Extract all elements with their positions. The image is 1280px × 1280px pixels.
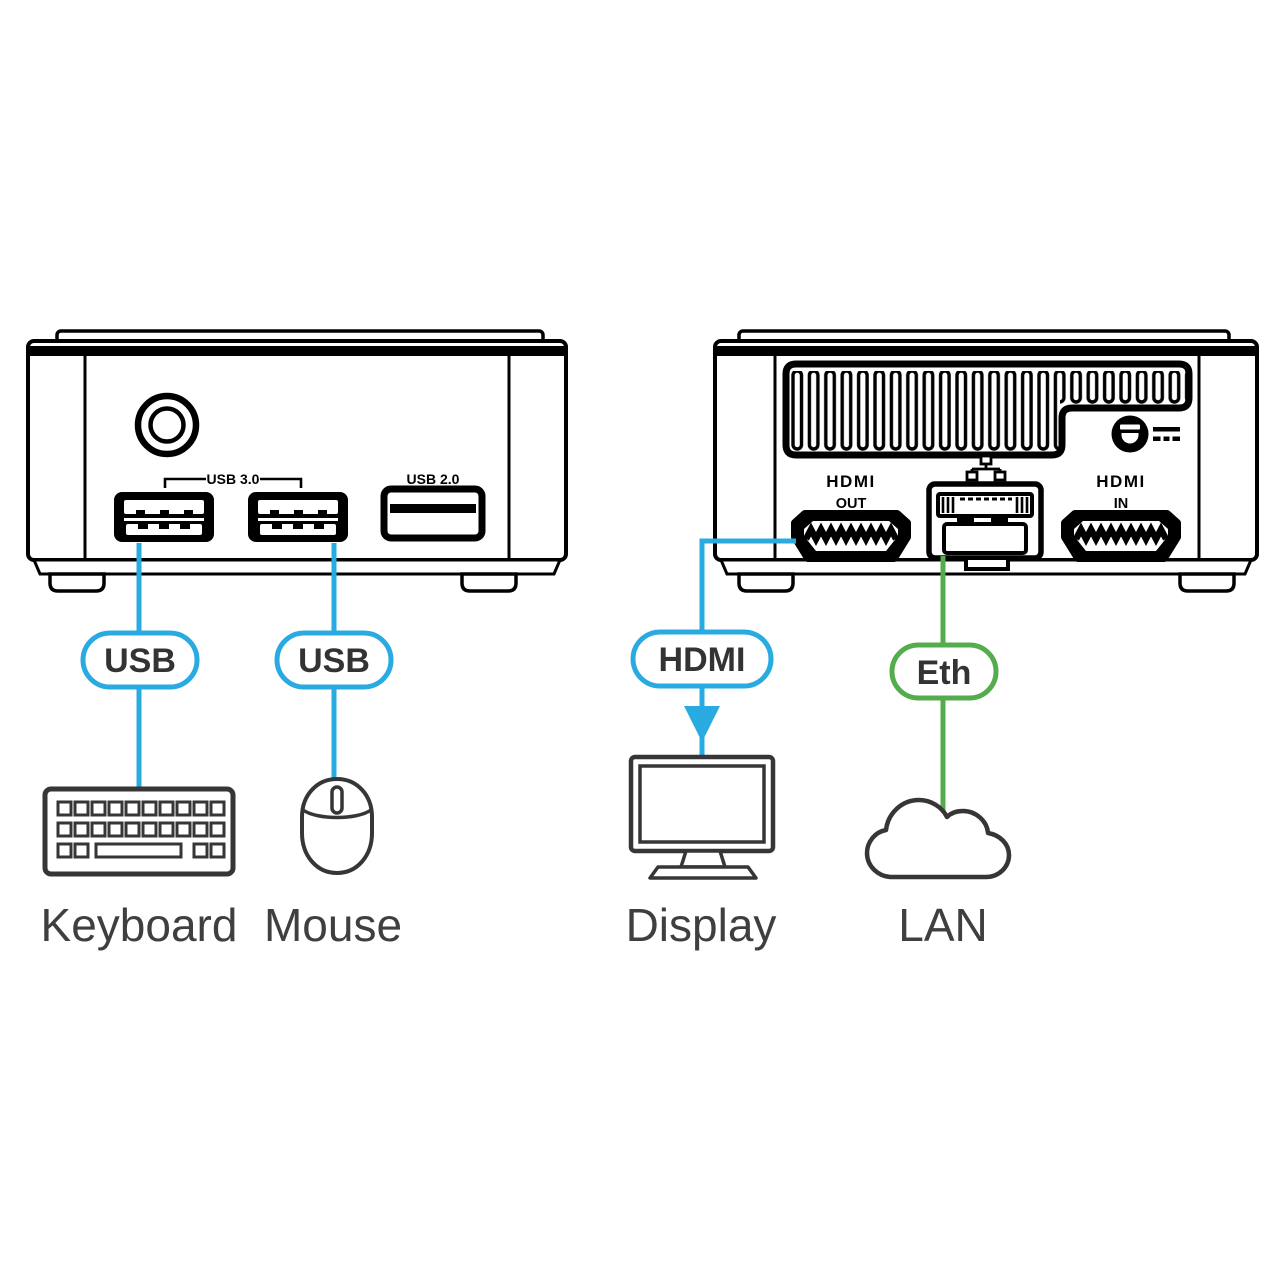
ethernet-port[interactable] bbox=[926, 481, 1044, 571]
usb3-bracket bbox=[163, 477, 303, 488]
top-band bbox=[717, 346, 1255, 356]
eth-pill: Eth bbox=[889, 642, 999, 701]
usb-pill-keyboard: USB bbox=[80, 630, 200, 690]
usb2-label: USB 2.0 bbox=[407, 471, 460, 487]
usb3-port-2[interactable] bbox=[248, 492, 348, 542]
usb3-port-1[interactable] bbox=[114, 492, 214, 542]
eth-pill-label: Eth bbox=[917, 654, 972, 692]
display-icon bbox=[628, 754, 776, 880]
foot-left bbox=[48, 572, 106, 593]
lan-label: LAN bbox=[898, 899, 987, 951]
foot-left bbox=[737, 572, 795, 593]
usb-pill-mouse-label: USB bbox=[298, 642, 370, 680]
hdmi-in-port[interactable] bbox=[1061, 510, 1181, 562]
usb-pill-keyboard-label: USB bbox=[104, 642, 176, 680]
foot-right bbox=[1178, 572, 1236, 593]
display-label: Display bbox=[626, 899, 777, 951]
mouse-icon bbox=[300, 776, 374, 876]
cloud-icon bbox=[864, 797, 1012, 880]
hdmi-in-label: HDMI bbox=[1096, 472, 1145, 491]
keyboard-label: Keyboard bbox=[41, 899, 238, 951]
base-plate bbox=[31, 558, 563, 576]
hdmi-out-sublabel: OUT bbox=[836, 496, 867, 512]
keyboard-icon bbox=[42, 786, 236, 877]
dc-symbol-icon bbox=[1153, 427, 1180, 441]
hdmi-pill: HDMI bbox=[630, 629, 774, 689]
rear-device: HDMI OUT bbox=[713, 329, 1259, 593]
foot-right bbox=[460, 572, 518, 593]
power-button[interactable] bbox=[134, 392, 200, 458]
front-device: USB 3.0 USB 2.0 bbox=[26, 329, 568, 593]
dc-power-jack[interactable] bbox=[1111, 415, 1149, 453]
mouse-label: Mouse bbox=[264, 899, 402, 951]
usb-pill-mouse: USB bbox=[274, 630, 394, 690]
usb2-port[interactable] bbox=[380, 485, 486, 542]
hdmi-out-port[interactable] bbox=[791, 510, 911, 562]
top-band bbox=[30, 346, 564, 356]
hdmi-out-label: HDMI bbox=[826, 472, 875, 491]
vent-grille bbox=[782, 360, 1193, 459]
hdmi-arrow-icon bbox=[684, 706, 720, 742]
usb3-label: USB 3.0 bbox=[207, 471, 260, 487]
hdmi-in-sublabel: IN bbox=[1114, 496, 1129, 512]
hdmi-pill-label: HDMI bbox=[659, 641, 746, 679]
network-icon bbox=[965, 454, 1007, 482]
